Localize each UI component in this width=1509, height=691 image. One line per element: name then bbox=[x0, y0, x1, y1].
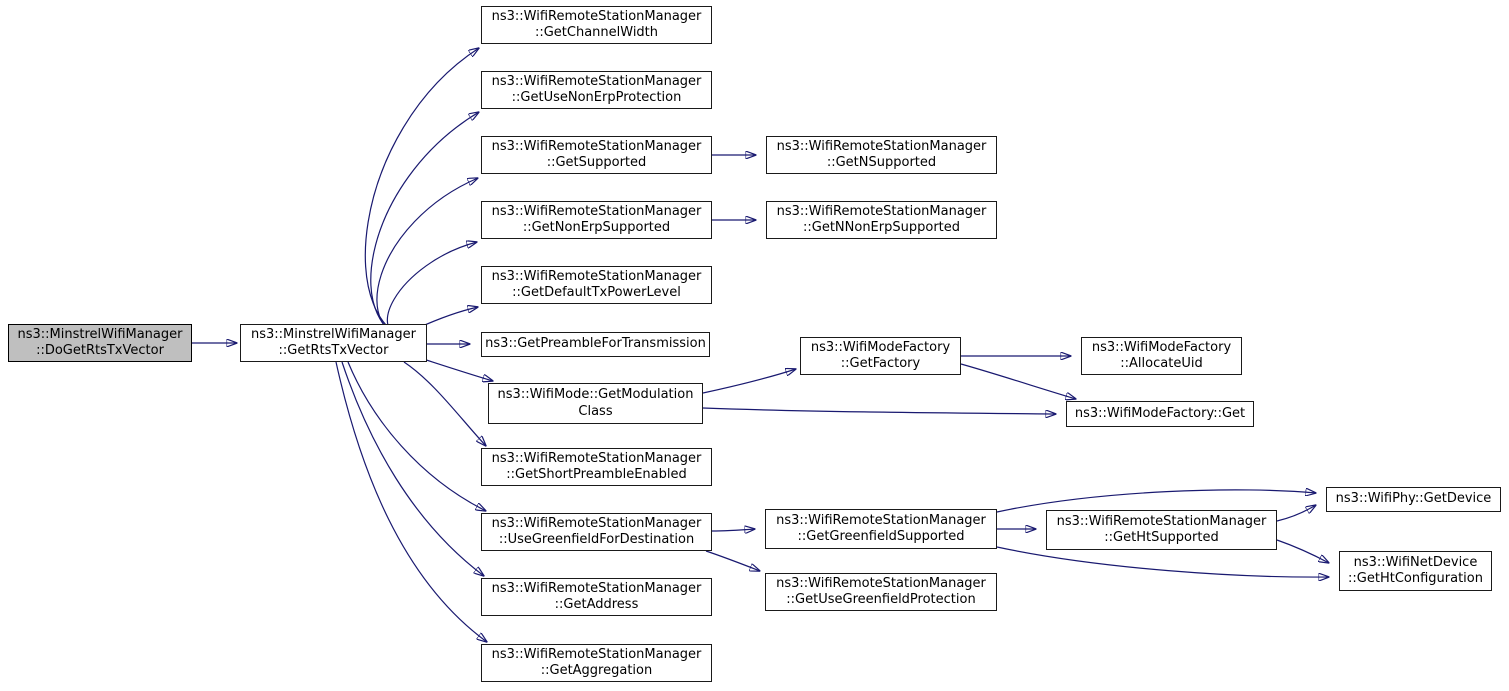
edge-getgreenfieldsupported-wifiphygetdevice bbox=[996, 490, 1316, 513]
edge-gethtsupported-gethtconfiguration bbox=[1276, 539, 1329, 563]
node-get-use-greenfield-protection[interactable]: ns3::WifiRemoteStationManager ::GetUseGr… bbox=[765, 573, 997, 611]
node-get-factory[interactable]: ns3::WifiModeFactory ::GetFactory bbox=[800, 337, 961, 375]
edge-getrtstxvector-getusenonerpprotection bbox=[370, 112, 479, 344]
node-get-ht-supported[interactable]: ns3::WifiRemoteStationManager ::GetHtSup… bbox=[1046, 510, 1277, 550]
edge-getmodulationclass-getfactory bbox=[702, 369, 796, 394]
edge-getmodulationclass-wifimodefactoryget bbox=[702, 407, 1056, 414]
node-get-use-non-erp-protection[interactable]: ns3::WifiRemoteStationManager ::GetUseNo… bbox=[481, 71, 712, 109]
edge-getrtstxvector-getaggregation bbox=[335, 361, 487, 642]
edge-getrtstxvector-getchannelwidth bbox=[364, 48, 479, 344]
node-get-short-preamble-enabled[interactable]: ns3::WifiRemoteStationManager ::GetShort… bbox=[481, 448, 712, 486]
node-get-default-tx-power-level[interactable]: ns3::WifiRemoteStationManager ::GetDefau… bbox=[481, 266, 712, 304]
node-get-ht-configuration[interactable]: ns3::WifiNetDevice ::GetHtConfiguration bbox=[1339, 551, 1492, 591]
node-get-non-erp-supported[interactable]: ns3::WifiRemoteStationManager ::GetNonEr… bbox=[481, 201, 712, 239]
edge-gethtsupported-wifiphygetdevice bbox=[1276, 505, 1316, 522]
edge-usegreenfield-getusegreenfieldprotection bbox=[705, 550, 760, 571]
node-do-get-rts-tx-vector[interactable]: ns3::MinstrelWifiManager ::DoGetRtsTxVec… bbox=[8, 324, 192, 362]
node-get-greenfield-supported[interactable]: ns3::WifiRemoteStationManager ::GetGreen… bbox=[765, 509, 997, 549]
edge-getrtstxvector-usegreenfieldfordestination bbox=[347, 361, 486, 511]
edge-getrtstxvector-getaddress bbox=[341, 361, 484, 576]
node-allocate-uid[interactable]: ns3::WifiModeFactory ::AllocateUid bbox=[1081, 337, 1242, 375]
node-use-greenfield-for-destination[interactable]: ns3::WifiRemoteStationManager ::UseGreen… bbox=[481, 513, 712, 551]
node-get-n-supported[interactable]: ns3::WifiRemoteStationManager ::GetNSupp… bbox=[766, 136, 997, 174]
edge-getrtstxvector-getshortpreambleenabled bbox=[403, 361, 486, 446]
node-get-supported[interactable]: ns3::WifiRemoteStationManager ::GetSuppo… bbox=[481, 136, 712, 174]
node-get-address[interactable]: ns3::WifiRemoteStationManager ::GetAddre… bbox=[481, 578, 712, 616]
node-get-channel-width[interactable]: ns3::WifiRemoteStationManager ::GetChann… bbox=[481, 6, 712, 44]
node-get-n-non-erp-supported[interactable]: ns3::WifiRemoteStationManager ::GetNNonE… bbox=[766, 201, 997, 239]
node-get-preamble-for-transmission[interactable]: ns3::GetPreambleForTransmission bbox=[481, 332, 710, 357]
node-get-modulation-class[interactable]: ns3::WifiMode::GetModulation Class bbox=[488, 383, 703, 424]
node-wifi-mode-factory-get[interactable]: ns3::WifiModeFactory::Get bbox=[1066, 401, 1254, 427]
node-get-rts-tx-vector[interactable]: ns3::MinstrelWifiManager ::GetRtsTxVecto… bbox=[240, 324, 427, 362]
edge-getfactory-wifimodefactoryget bbox=[960, 363, 1076, 399]
node-wifi-phy-get-device[interactable]: ns3::WifiPhy::GetDevice bbox=[1326, 487, 1501, 512]
edge-usegreenfield-getgreenfieldsupported bbox=[711, 529, 755, 531]
node-get-aggregation[interactable]: ns3::WifiRemoteStationManager ::GetAggre… bbox=[481, 644, 712, 682]
edge-getgreenfieldsupported-gethtconfiguration bbox=[996, 546, 1329, 577]
edge-getrtstxvector-getdefaulttxpowerlevel bbox=[417, 307, 478, 329]
